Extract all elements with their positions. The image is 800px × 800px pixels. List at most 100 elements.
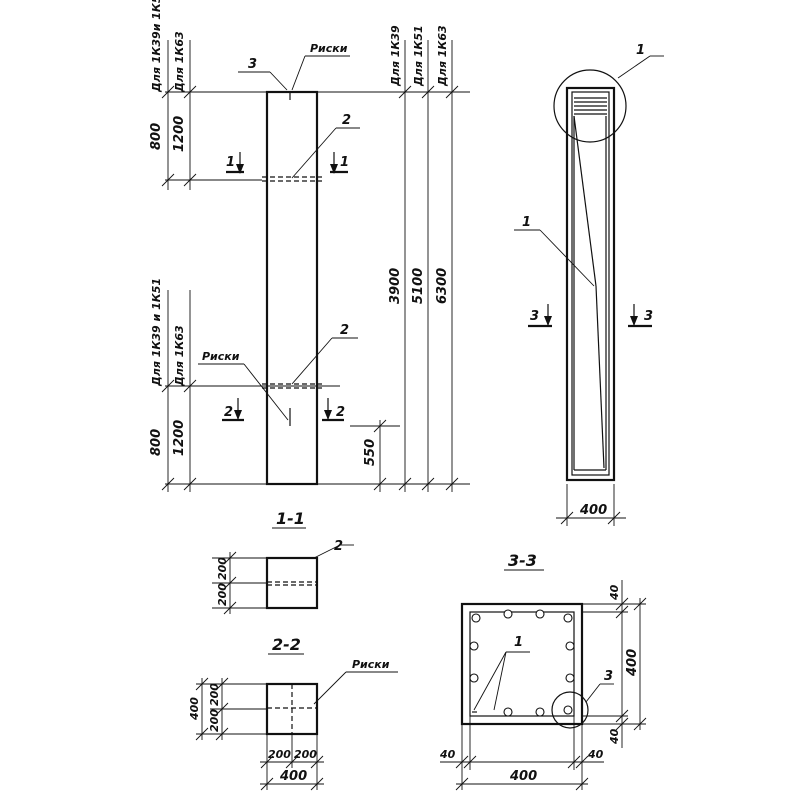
section-2-2-mark-label: Риски [352, 658, 390, 671]
section-1-left-label: 1 [226, 155, 235, 170]
tick [223, 576, 237, 590]
leader-mark-lower-diag [243, 363, 289, 421]
tick [567, 755, 581, 769]
label-right-1: Для 1К39 [389, 25, 402, 87]
side-width-dim: 400 [579, 503, 607, 518]
tick [183, 477, 197, 491]
section-1-1-dim-b: 200 [216, 583, 229, 606]
callout-1-mid: 1 [522, 215, 531, 230]
rebar-dot [535, 707, 545, 717]
dim-6300: 6300 [435, 268, 450, 304]
section-1-1-callout: 2 [334, 539, 343, 554]
tick [260, 755, 274, 769]
dim-3900: 3900 [388, 268, 403, 304]
leader-2-upper-diag [291, 127, 337, 179]
tick [615, 709, 629, 723]
tick [215, 677, 229, 691]
tick [455, 777, 469, 791]
label-right-3: Для 1К63 [436, 25, 449, 87]
section-1-1-dim-a: 200 [216, 557, 229, 580]
column-outline [265, 90, 319, 486]
tick [560, 511, 574, 525]
tick [615, 717, 629, 731]
callout-1-top: 1 [636, 43, 645, 58]
tick [223, 551, 237, 565]
section-3-3-right-top: 40 [608, 584, 621, 601]
side-inner-outline [571, 91, 610, 476]
callout-3: 3 [248, 57, 257, 72]
section-3-3-bottom-left: 40 [439, 748, 456, 761]
section-3-3-title: 3-3 [508, 551, 537, 570]
leader-mark-top-diag [291, 55, 306, 91]
section-3-3-bottom-mid: 400 [509, 769, 537, 784]
rebar-dot [565, 673, 575, 683]
tick [445, 85, 459, 99]
section-1-1-outline [265, 556, 319, 610]
section-2-left-arrowhead [234, 410, 242, 420]
tick [195, 677, 209, 691]
mark-label-lower: Риски [202, 350, 240, 363]
dim-800-top: 800 [149, 123, 164, 150]
dim-800-bottom: 800 [149, 429, 164, 456]
tick [310, 777, 324, 791]
tick [285, 755, 299, 769]
tick [161, 85, 175, 99]
label-top-a: Для 1К39и 1К51 [150, 0, 163, 93]
elevation-view: 800 1200 Для 1К39и 1К51 Для 1К63 800 120… [149, 0, 470, 492]
tick [445, 477, 459, 491]
detail-circle [553, 69, 627, 143]
section-2-2-title: 2-2 [272, 635, 301, 654]
label-right-2: Для 1К51 [412, 25, 425, 87]
dim-550: 550 [363, 439, 378, 466]
section-1-right-label: 1 [340, 155, 349, 170]
tick [463, 755, 477, 769]
tick [260, 777, 274, 791]
section-3-left-label: 3 [530, 309, 539, 324]
tick [455, 755, 469, 769]
section-3-3-bottom-right: 40 [587, 748, 604, 761]
tick [607, 511, 621, 525]
section-1-left-arrowhead [236, 164, 244, 174]
rebar-dot [469, 641, 479, 651]
dim-1200-top: 1200 [172, 116, 187, 152]
leader-2-lower-diag [291, 337, 333, 385]
rebar-dot [535, 609, 545, 619]
callout-2-upper: 2 [342, 113, 351, 128]
section-2-2-dim-total: 400 [188, 697, 201, 721]
rebar-dot [565, 641, 575, 651]
tick [161, 379, 175, 393]
section-2-2-dim-b: 200 [208, 683, 221, 706]
tick [615, 605, 629, 619]
leader-1-b [493, 651, 507, 711]
leader-3 [585, 683, 601, 703]
section-3-left-arrowhead [544, 316, 552, 326]
label-bottom-a: Для 1К39 и 1К51 [150, 278, 163, 387]
section-3-3-detail-circle [551, 691, 589, 729]
section-3-right-arrowhead [630, 316, 638, 326]
tick [183, 173, 197, 187]
side-outer-outline [565, 86, 616, 482]
dim-5100: 5100 [411, 268, 426, 304]
rebar-dot [503, 707, 513, 717]
tick [373, 419, 387, 433]
section-3-3-outer [460, 602, 584, 726]
section-3-right-label: 3 [644, 309, 653, 324]
leader-1-mid [539, 229, 595, 287]
section-2-right-arrowhead [324, 410, 332, 420]
rebar-dot [469, 673, 479, 683]
tick [398, 85, 412, 99]
leader-2-section [313, 544, 341, 559]
section-2-left-label: 2 [224, 405, 233, 420]
tick [161, 477, 175, 491]
tick [575, 777, 589, 791]
section-1-1-title: 1-1 [276, 509, 305, 528]
tick [575, 755, 589, 769]
rebar-diagonal [573, 115, 597, 287]
tick [183, 379, 197, 393]
leader-mark [313, 671, 347, 705]
mark-label-top: Риски [310, 42, 348, 55]
tick [183, 85, 197, 99]
section-3-3: 3-3 1 3 [439, 551, 647, 791]
tick [310, 755, 324, 769]
leader-1-a [473, 651, 507, 711]
